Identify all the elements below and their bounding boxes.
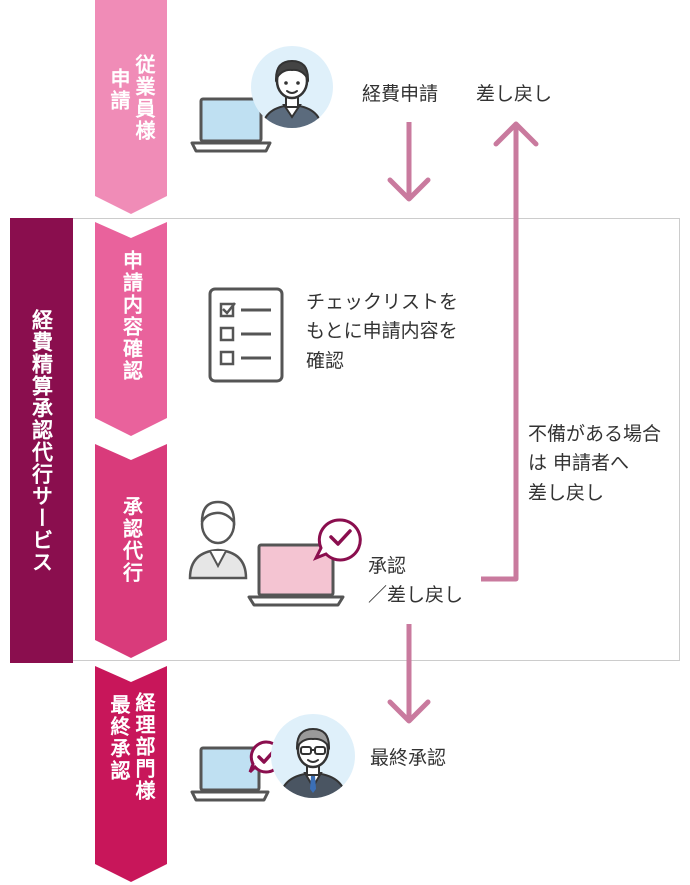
incomplete-note: 不備がある場合 は 申請者へ 差し戻し <box>528 420 661 508</box>
step-accounting-final: 経理部門様 最終承認 <box>95 666 167 882</box>
approve-description: 承認 ／差し戻し <box>368 552 463 611</box>
operator-icon <box>186 496 250 580</box>
laptop-check-icon <box>246 518 362 608</box>
checklist-icon <box>208 287 284 383</box>
laptop-icon <box>190 96 272 154</box>
service-title: 経費精算承認代行サービス <box>29 308 54 573</box>
step-content-check-label: 申請内容確認 <box>119 250 144 382</box>
check-line-1: チェックリストを <box>306 291 459 313</box>
step-content-check: 申請内容確認 <box>95 222 167 436</box>
service-label-box: 経費精算承認代行サービス <box>10 218 73 663</box>
incomplete-line-3: 差し戻し <box>528 481 605 504</box>
final-label: 最終承認 <box>370 747 447 769</box>
step-accounting-line2: 最終承認 <box>107 694 131 782</box>
submit-label: 経費申請 <box>362 83 439 105</box>
check-line-3: 確認 <box>306 349 345 372</box>
employee-avatar-icon <box>250 45 334 129</box>
check-description: チェックリストを もとに申請内容を 確認 <box>306 288 458 376</box>
incomplete-line-1: 不備がある場合 <box>528 423 662 445</box>
step-employee-line2: 申請 <box>107 68 131 112</box>
step-approval-proxy-label: 承認代行 <box>119 496 144 584</box>
step-accounting-line1: 経理部門様 <box>132 692 156 802</box>
laptop-final-icon <box>190 738 290 804</box>
down-arrow-1 <box>387 122 431 202</box>
incomplete-line-2: は 申請者へ <box>528 452 630 475</box>
return-label: 差し戻し <box>476 83 553 105</box>
approve-line-1: 承認 <box>368 555 407 577</box>
accountant-avatar-icon <box>270 713 356 799</box>
step-employee-submit: 従業員様 申請 <box>95 0 167 214</box>
step-employee-line1: 従業員様 <box>132 54 156 142</box>
check-line-2: もとに申請内容を <box>306 320 458 343</box>
approve-line-2: ／差し戻し <box>368 584 464 607</box>
step-approval-proxy: 承認代行 <box>95 444 167 658</box>
